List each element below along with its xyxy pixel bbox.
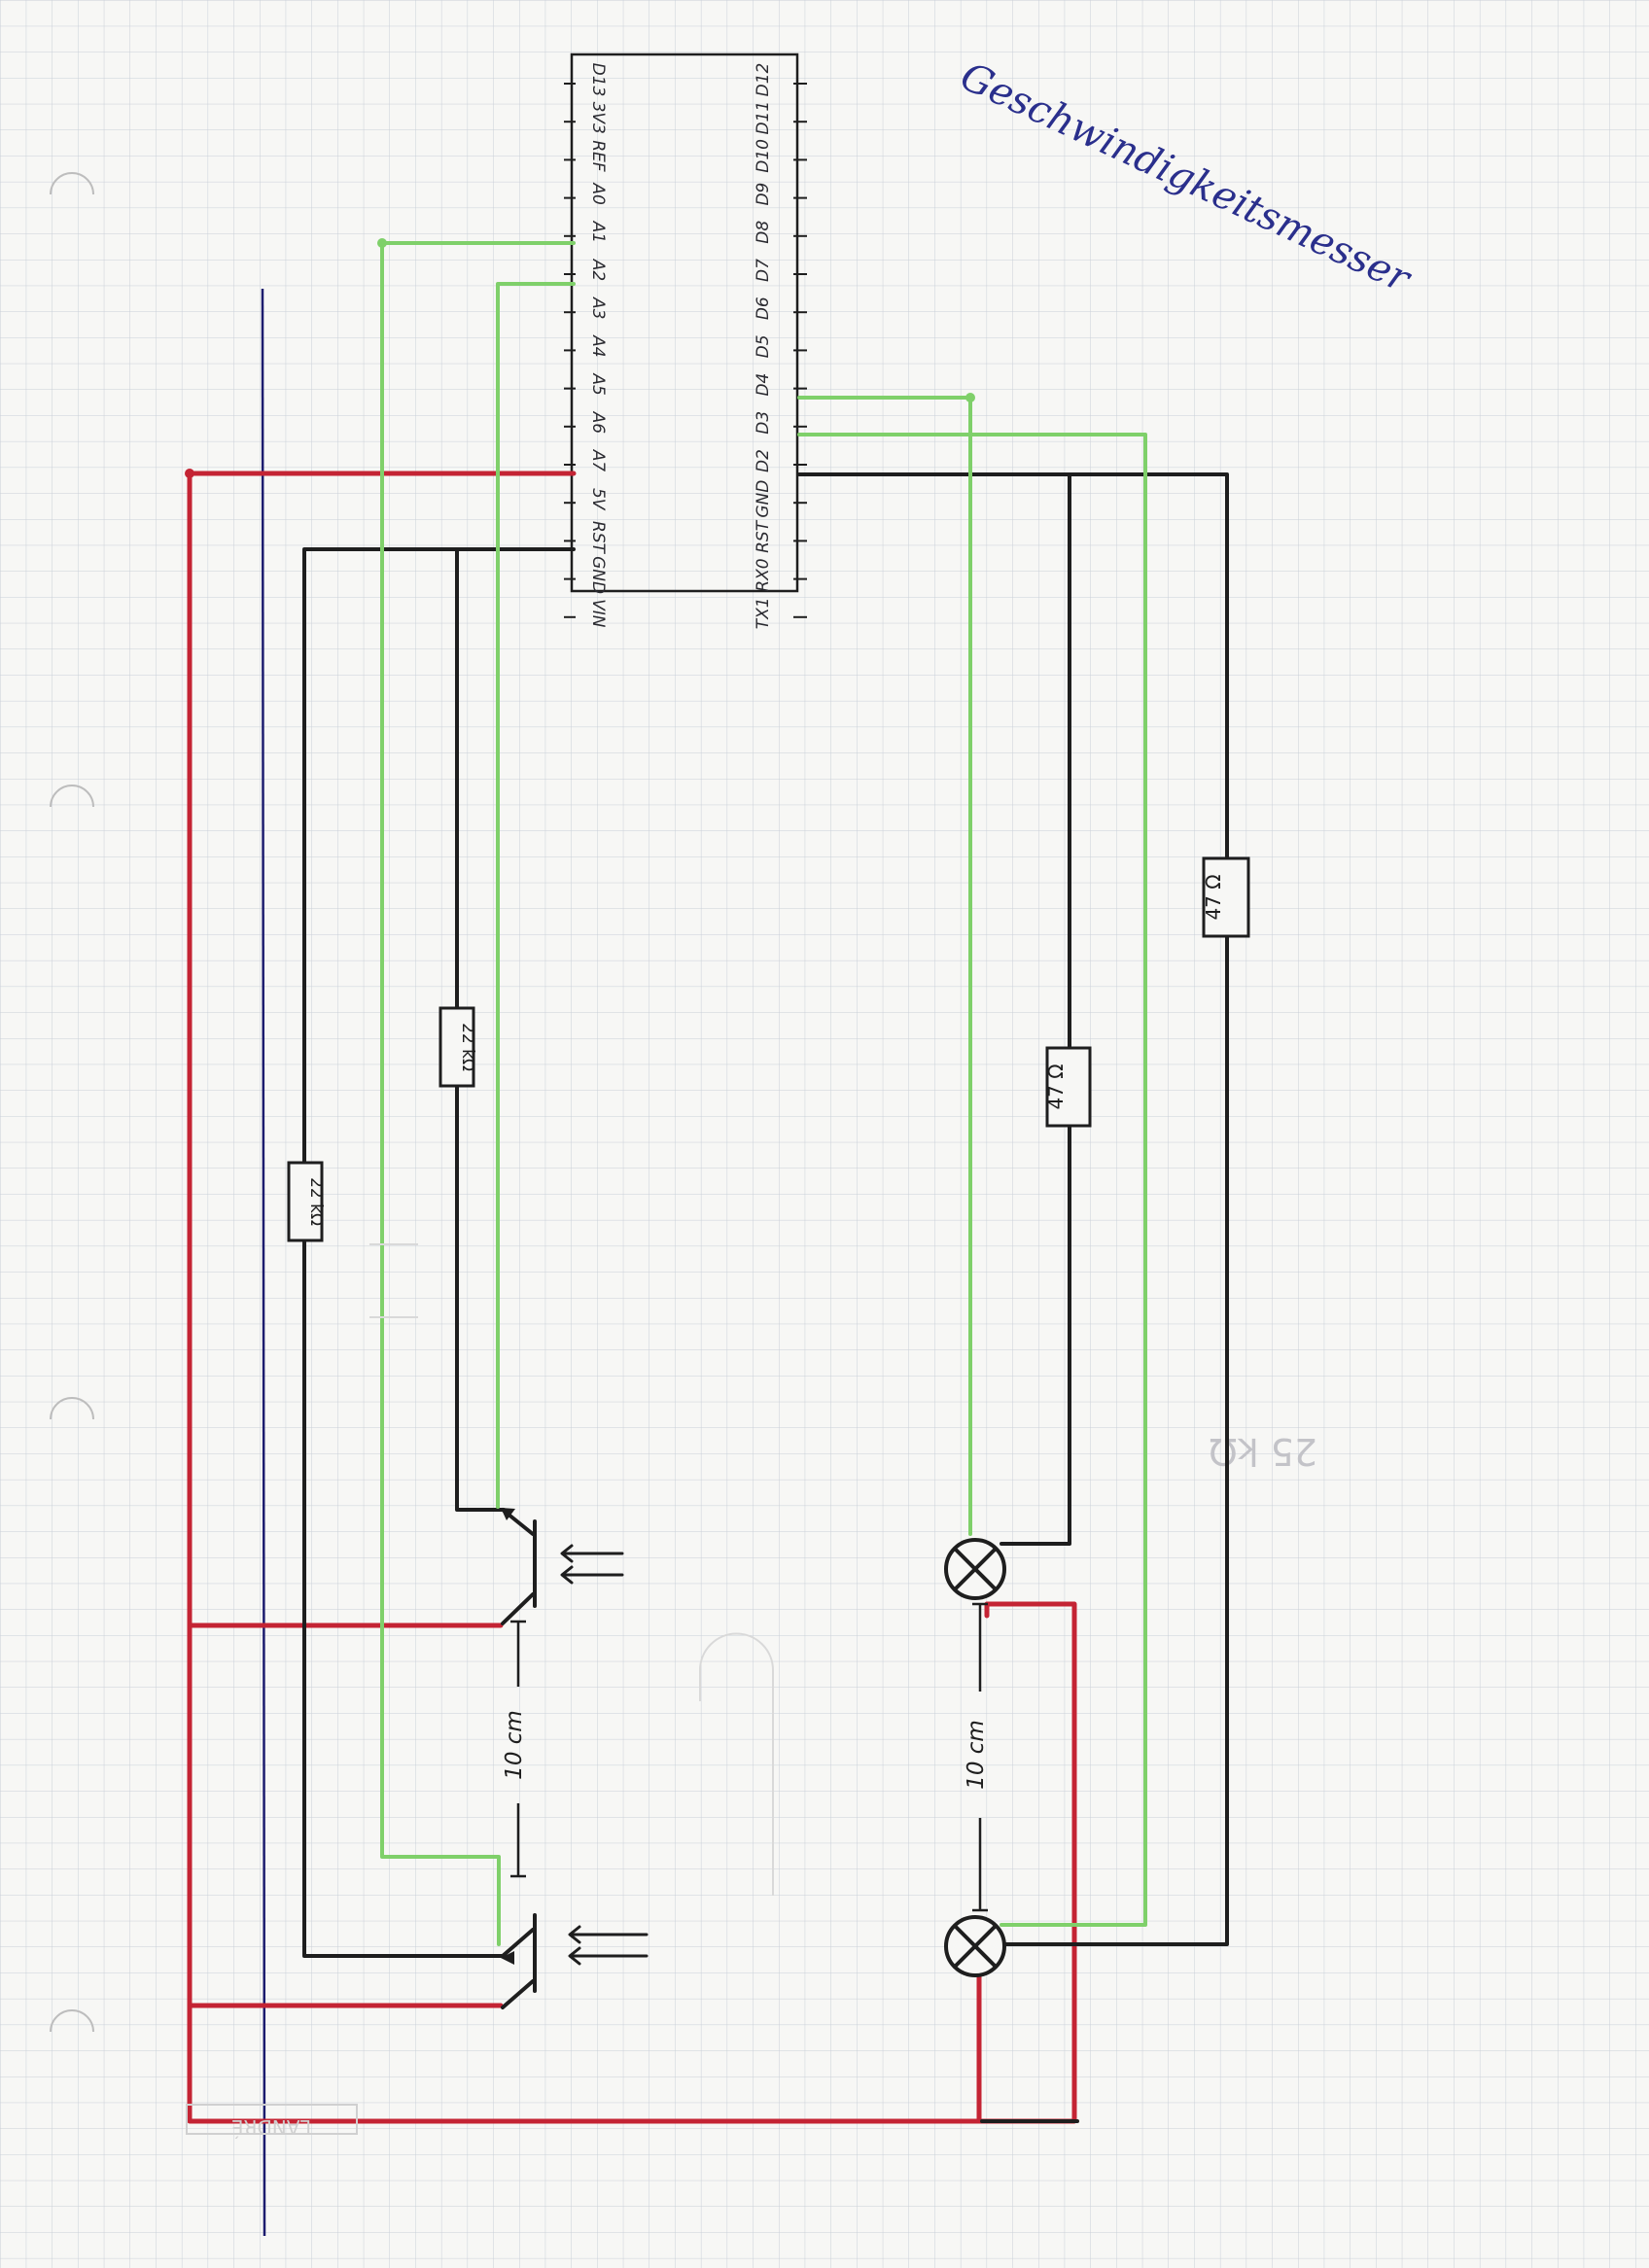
pin-right-rx0: RX0: [754, 558, 773, 591]
pin-left-a2: A2: [588, 259, 608, 281]
resistor-r3-label: 47 Ω: [1044, 1064, 1068, 1109]
distance-label-sensors: 10 cm: [502, 1710, 527, 1780]
black-wires: [302, 472, 1229, 2123]
paper-stamp: LANDRÉ: [186, 2104, 358, 2139]
distance-marker-lamps: [972, 1602, 988, 1912]
a2-signal-wire: [380, 241, 576, 1946]
resistor-r1-label: 22 kΩ: [306, 1177, 326, 1226]
pin-right-d8: D8: [754, 221, 773, 244]
pin-right-d2: D2: [754, 449, 773, 472]
a3-signal-wire: [496, 282, 576, 1509]
distance-marker-sensors: [510, 1620, 526, 1878]
light-arrows-1: [560, 1544, 624, 1585]
pin-left-a5: A5: [588, 372, 608, 395]
pin-right-d12: D12: [754, 63, 773, 97]
pin-right-d7: D7: [754, 259, 773, 282]
gnd-left-inner-wire: [455, 547, 506, 1512]
phototransistor-1: [501, 1508, 624, 1625]
pin-right-d10: D10: [754, 139, 773, 173]
light-arrows-2: [568, 1925, 649, 1966]
resistor-r4: 47 Ω: [1202, 856, 1250, 938]
pin-left-ref: REF: [588, 140, 608, 172]
pin-left-rst: RST: [588, 521, 608, 555]
lamp-1: [944, 1538, 1006, 1600]
pin-right-rst: RST: [754, 519, 773, 553]
punch-holes: [50, 172, 94, 2033]
pin-left-a0: A0: [588, 182, 608, 204]
d3-junction-dot: [965, 393, 975, 402]
resistor-r2-label: 22 kΩ: [458, 1023, 477, 1071]
resistor-r1: 22 kΩ: [287, 1161, 326, 1242]
pin-right-d6: D6: [754, 297, 773, 320]
pin-left-vin: VIN: [588, 599, 608, 628]
blue-margin-line: [261, 288, 266, 2237]
a2-junction-dot: [377, 238, 387, 248]
lamp-2: [944, 1915, 1006, 1977]
gnd-left-outer-wire: [302, 547, 576, 1958]
pin-right-d9: D9: [754, 183, 773, 206]
pin-right-d4: D4: [754, 373, 773, 397]
gnd-right-wire: [797, 472, 1229, 1946]
pin-left-a3: A3: [588, 297, 608, 319]
stamp-text: LANDRÉ: [231, 2115, 311, 2139]
pin-right-d5: D5: [754, 334, 773, 358]
pin-left-a1: A1: [588, 221, 608, 243]
pin-left-a7: A7: [588, 449, 608, 472]
pin-left-d13: D13: [588, 63, 608, 97]
pin-right-gnd: GND: [754, 480, 773, 518]
pin-left-gnd: GND: [588, 556, 608, 594]
resistor-r4-label: 47 Ω: [1202, 874, 1225, 920]
gnd-right-branch-wire: [1000, 472, 1071, 1546]
resistor-r2: 22 kΩ: [439, 1006, 477, 1088]
pin-right-d11: D11: [754, 101, 773, 135]
resistor-r3: 47 Ω: [1044, 1046, 1092, 1128]
pin-left-5v: 5V: [588, 488, 608, 511]
phototransistor-2: [501, 1913, 649, 2009]
pin-right-tx1: TX1: [754, 597, 773, 629]
d2-signal-wire: [797, 433, 1147, 1927]
5v-junction-dot: [185, 469, 194, 478]
pin-right-d3: D3: [754, 411, 773, 435]
pin-left-a4: A4: [588, 334, 608, 357]
distance-label-lamps: 10 cm: [964, 1720, 989, 1790]
pin-left-a6: A6: [588, 411, 608, 435]
faint-pencil-marks: [369, 1243, 774, 1896]
pin-left-3v3: 3V3: [588, 102, 608, 134]
